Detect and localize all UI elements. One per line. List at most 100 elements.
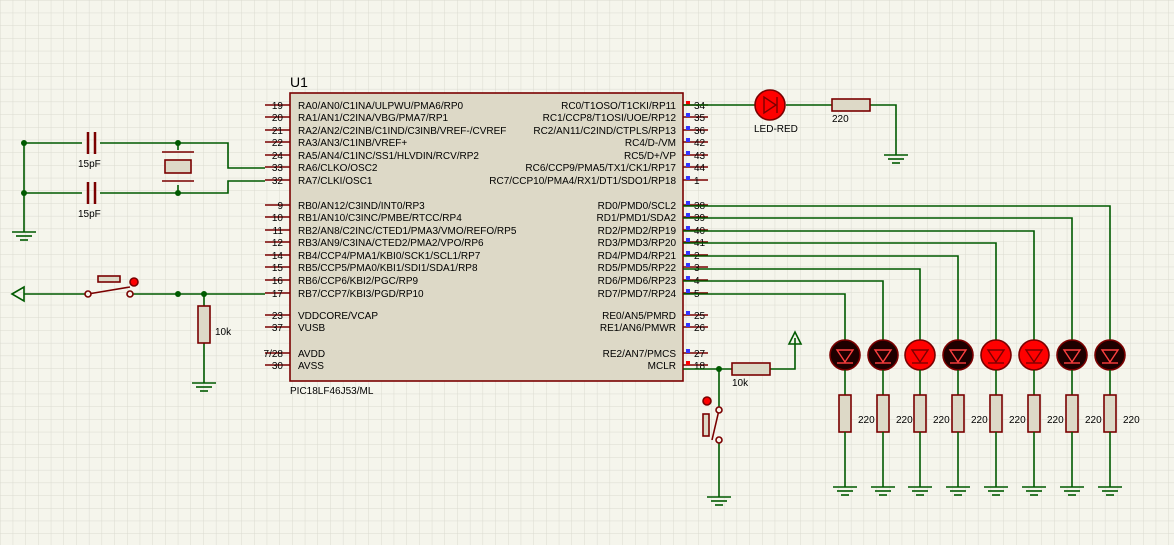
led-bank-led[interactable]: 220 — [1094, 339, 1140, 496]
capacitor-bottom[interactable]: 15pF — [78, 182, 101, 220]
ground-icon — [884, 154, 908, 164]
diode-icon — [1024, 349, 1044, 364]
pin-name: AVDD — [298, 349, 325, 360]
led-body — [829, 339, 861, 371]
pin-number: 36 — [694, 126, 706, 137]
pin-number: 30 — [272, 361, 284, 372]
pin-number: 25 — [694, 311, 706, 322]
ic-ref: U1 — [290, 74, 308, 90]
led-bank-led[interactable]: 220 — [1056, 339, 1102, 496]
pin-name: RC2/AN11/C2IND/CTPLS/RP13 — [533, 126, 676, 137]
pushbutton-rb7[interactable] — [84, 275, 139, 298]
wires — [23, 104, 1111, 497]
ground-icon — [192, 382, 216, 392]
pin-number: 1 — [694, 176, 700, 187]
ic-right-pins: 34RC0/T1OSO/T1CKI/RP1135RC1/CCP8/T1OSI/U… — [489, 101, 708, 372]
pin-state-indicator — [686, 289, 690, 293]
button-state-indicator-icon — [702, 396, 712, 406]
microcontroller-u1[interactable]: U1 PIC18LF46J53/ML 1 9 RA0/AN0/C1INA/ULPWU… — [264, 74, 708, 397]
pin-number: 12 — [272, 238, 284, 249]
input-terminal-arrow-icon[interactable] — [10, 285, 25, 303]
ic-part: PIC18LF46J53/ML — [290, 386, 374, 397]
pin-number: 17 — [272, 289, 284, 300]
power-terminal-icon[interactable] — [787, 330, 803, 345]
pin-name: RD1/PMD1/SDA2 — [597, 213, 677, 224]
pin-name: RD4/PMD4/RP21 — [598, 251, 677, 262]
crystal-oscillator[interactable] — [162, 151, 194, 182]
pin-name: RD3/PMD3/RP20 — [598, 238, 677, 249]
res-mclr-value: 10k — [732, 378, 749, 389]
pin-state-indicator — [686, 311, 690, 315]
pin-number: 7/28 — [264, 349, 284, 360]
pin-name: RD0/PMD0/SCL2 — [598, 201, 677, 212]
pin-name: AVSS — [298, 361, 324, 372]
pin-state-indicator — [686, 361, 690, 365]
pin-state-indicator — [686, 201, 690, 205]
pin-number: 18 — [694, 361, 706, 372]
pin-name: MCLR — [648, 361, 676, 372]
led-bank-led[interactable]: 220 — [942, 339, 988, 496]
capacitor-top[interactable]: 15pF — [78, 132, 101, 170]
resistor-body — [876, 394, 890, 433]
led-body — [867, 339, 899, 371]
resistor-value: 220 — [858, 415, 875, 426]
pin-state-indicator — [686, 323, 690, 327]
pin-name: RA1/AN1/C2INA/VBG/PMA7/RP1 — [298, 113, 448, 124]
pin-state-indicator — [686, 226, 690, 230]
ground-symbols — [12, 154, 908, 506]
led-bank-led[interactable]: 220 — [904, 339, 950, 496]
led-body — [1056, 339, 1088, 371]
resistor-pulldown[interactable]: 10k — [197, 305, 232, 344]
pin-name: RE0/AN5/PMRD — [602, 311, 676, 322]
resistor-led-red[interactable]: 220 — [831, 98, 871, 125]
pin-name: RD5/PMD5/RP22 — [598, 263, 677, 274]
res-pulldown-value: 10k — [215, 327, 232, 338]
pin-name: RA3/AN3/C1INB/VREF+ — [298, 138, 407, 149]
ic-body — [289, 92, 684, 382]
pin-name: RA0/AN0/C1INA/ULPWU/PMA6/RP0 — [298, 101, 463, 112]
pin-number: 15 — [272, 263, 284, 274]
pin-state-indicator — [686, 151, 690, 155]
resistor-body — [1103, 394, 1117, 433]
led-body — [1018, 339, 1050, 371]
pin-name: RA6/CLKO/OSC2 — [298, 163, 378, 174]
resistor-body — [1065, 394, 1079, 433]
pin-state-indicator — [686, 176, 690, 180]
pin-number: 37 — [272, 323, 284, 334]
pin-name: VUSB — [298, 323, 326, 334]
resistor-mclr[interactable]: 10k — [731, 362, 771, 389]
led-bank-led[interactable]: 220 — [980, 339, 1026, 496]
pin-number: 44 — [694, 163, 706, 174]
pin-state-indicator — [686, 238, 690, 242]
pin-name: VDDCORE/VCAP — [298, 311, 378, 322]
led-bank-led[interactable]: 220 — [867, 339, 913, 496]
led-red[interactable]: LED-RED — [754, 89, 798, 135]
pin-number: 9 — [277, 201, 283, 212]
pin-state-indicator — [686, 138, 690, 142]
led-bank-led[interactable]: 220 — [1018, 339, 1064, 496]
pin-state-indicator — [686, 101, 690, 105]
pin-number: 27 — [694, 349, 706, 360]
resistor-value: 220 — [1009, 415, 1026, 426]
pin-name: RA2/AN2/C2INB/C1IND/C3INB/VREF-/CVREF — [298, 126, 506, 137]
resistor-body — [913, 394, 927, 433]
pin-name: RA5/AN4/C1INC/SS1/HLVDIN/RCV/RP2 — [298, 151, 479, 162]
pin-number: 35 — [694, 113, 706, 124]
led-body — [1094, 339, 1126, 371]
pin-name: RC4/D-/VM — [625, 138, 676, 149]
pushbutton-reset[interactable] — [702, 396, 723, 444]
resistor-value: 220 — [896, 415, 913, 426]
diode-icon — [835, 349, 855, 364]
pin-name: RE1/AN6/PMWR — [600, 323, 676, 334]
diode-icon — [1062, 349, 1082, 364]
led-bank-led[interactable]: 220 — [829, 339, 875, 496]
pin-name: RB7/CCP7/KBI3/PGD/RP10 — [298, 289, 424, 300]
junction-dots — [21, 140, 722, 372]
pin-state-indicator — [686, 213, 690, 217]
pin-number: 14 — [272, 251, 284, 262]
cap-bottom-value: 15pF — [78, 209, 101, 220]
pin-state-indicator — [686, 126, 690, 130]
pin-state-indicator — [686, 113, 690, 117]
